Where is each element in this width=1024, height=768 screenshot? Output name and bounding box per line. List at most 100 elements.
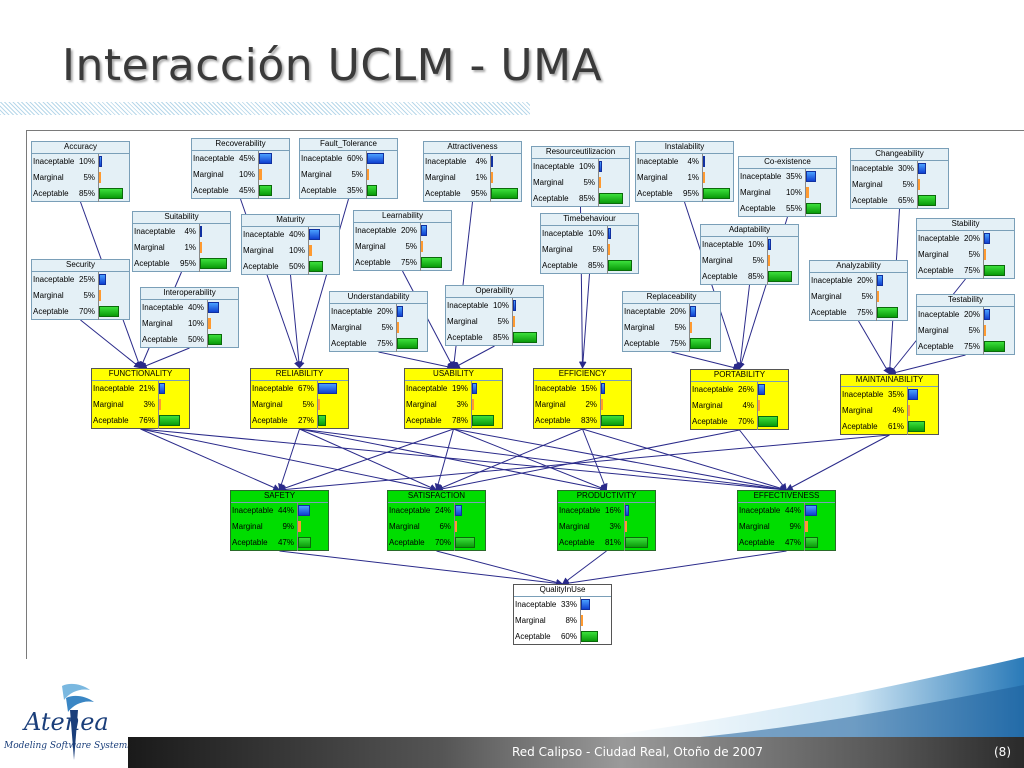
probability-bar [455, 521, 457, 532]
bar-axis [907, 387, 908, 435]
probability-bar [472, 415, 494, 426]
state-label: Marginal [134, 243, 165, 252]
node-title: Testability [917, 295, 1014, 307]
state-percent: 10% [187, 319, 204, 328]
state-label: Inaceptable [918, 234, 960, 243]
probability-bar [208, 334, 222, 345]
edge-replaceability-to-portability [671, 351, 741, 371]
state-percent: 95% [682, 189, 699, 198]
probability-bar [259, 185, 272, 196]
state-percent: 85% [78, 189, 95, 198]
node-title: Changeability [851, 149, 948, 161]
state-percent: 50% [187, 335, 204, 344]
state-percent: 4% [184, 227, 196, 236]
state-label: Marginal [918, 250, 949, 259]
state-percent: 5% [83, 173, 95, 182]
state-percent: 5% [497, 317, 509, 326]
node-title: MAINTAINABILITY [841, 375, 938, 387]
node-title: Analyzability [810, 261, 907, 273]
state-percent: 61% [887, 422, 904, 431]
edge-functionality-to-effectiveness [140, 428, 788, 493]
state-percent: 5% [83, 291, 95, 300]
node-title: Operability [446, 286, 543, 298]
edge-efficiency-to-satisfaction [435, 428, 583, 491]
node-title: Suitability [133, 212, 230, 224]
probability-bar [99, 274, 106, 285]
footer-wave-decoration [600, 657, 1024, 737]
edge-safety-to-qualityinuse [279, 550, 564, 587]
probability-bar [208, 302, 219, 313]
state-percent: 35% [887, 390, 904, 399]
probability-bar [200, 258, 227, 269]
probability-bar [159, 383, 165, 394]
node-title: Learnability [354, 211, 451, 223]
probability-bar [581, 599, 590, 610]
state-label: Marginal [535, 400, 566, 409]
state-label: Aceptable [331, 339, 367, 348]
state-label: Marginal [406, 400, 437, 409]
probability-bar [806, 203, 821, 214]
probability-bar [768, 271, 792, 282]
state-percent: 65% [897, 196, 914, 205]
state-label: Aceptable [739, 538, 775, 547]
state-percent: 10% [747, 240, 764, 249]
probability-bar [513, 332, 537, 343]
state-label: Aceptable [918, 342, 954, 351]
state-label: Aceptable [740, 204, 776, 213]
probability-bar [99, 188, 123, 199]
edge-usability-to-productivity [453, 428, 608, 491]
probability-bar [908, 405, 910, 416]
title-underline [0, 102, 530, 115]
probability-bar [703, 156, 705, 167]
probability-bar [259, 169, 262, 180]
state-label: Inaceptable [243, 230, 285, 239]
bar-axis [607, 226, 608, 274]
bar-axis [317, 381, 318, 429]
state-label: Aceptable [542, 261, 578, 270]
